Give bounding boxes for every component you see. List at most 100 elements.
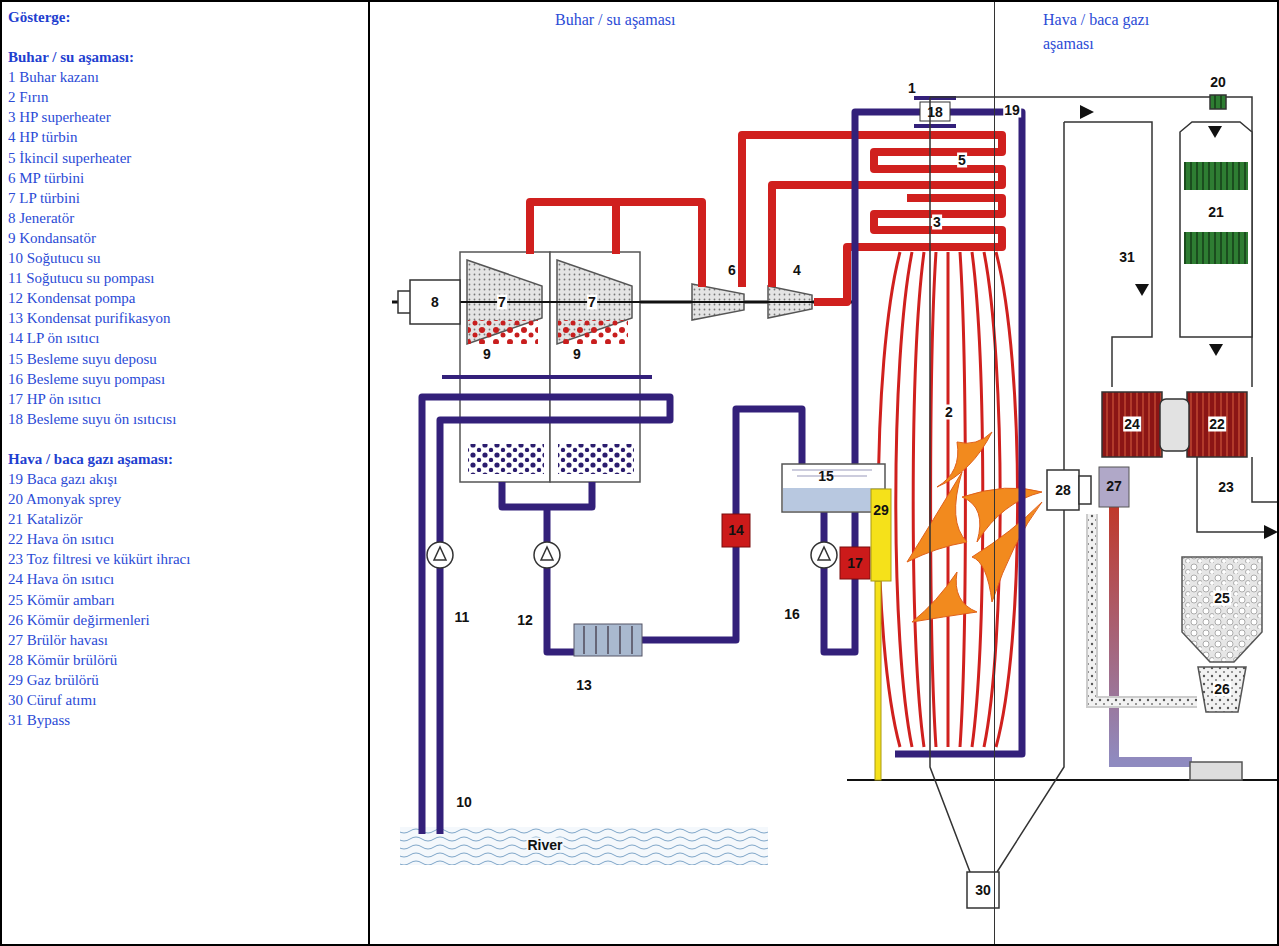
flow-arrow — [1080, 105, 1278, 539]
legend-item: 23 Toz filtresi ve kükürt ihracı — [8, 549, 368, 569]
catalyst — [1180, 95, 1252, 337]
gas-burner-part — [875, 581, 881, 780]
boiler-wall — [930, 97, 1252, 908]
stage-heading: Buhar / su aşaması — [555, 8, 815, 32]
legend-item: 21 Katalizör — [8, 509, 368, 529]
callout-number: 9 — [572, 347, 582, 362]
steam-pipe — [530, 135, 1002, 302]
catalyst-part — [1210, 95, 1226, 109]
callout-number: 29 — [872, 503, 890, 518]
callout-number: 28 — [1054, 483, 1072, 498]
pump-symbol-part — [434, 547, 446, 560]
pump-symbol-part — [811, 542, 837, 568]
water-pipe-part — [442, 375, 652, 379]
air-preheater-part — [1197, 457, 1279, 532]
legend-item: 18 Besleme suyu ön ısıtıcısı — [8, 409, 368, 429]
water-pipe-part — [422, 397, 670, 834]
callout-number: 8 — [430, 295, 440, 310]
callout-number: 31 — [1118, 250, 1136, 265]
callout-number: 15 — [817, 469, 835, 484]
callout-number: 2 — [944, 405, 954, 420]
feedwater-tank-part — [783, 488, 884, 511]
callout-number: 30 — [974, 883, 992, 898]
callout-number: 4 — [792, 263, 802, 278]
legend-item: 24 Hava ön ısıtıcı — [8, 569, 368, 589]
river-part — [400, 827, 768, 865]
coal-bunker-part — [1190, 762, 1242, 780]
legend-item: 2 Fırın — [8, 87, 368, 107]
flame-part — [937, 432, 992, 487]
turbine-casing-part — [558, 444, 634, 474]
callout-number: 3 — [932, 215, 942, 230]
callout-number: 24 — [1123, 417, 1141, 432]
legend-item: 10 Soğutucu su — [8, 248, 368, 268]
legend-item: 29 Gaz brülörü — [8, 670, 368, 690]
legend-item: 14 LP ön ısıtıcı — [8, 328, 368, 348]
legend-item: 17 HP ön ısıtıcı — [8, 389, 368, 409]
callout-number: 17 — [846, 556, 864, 571]
heater-box — [574, 102, 950, 656]
turbine-casing-part — [550, 252, 640, 482]
callout-number: 20 — [1209, 75, 1227, 90]
furnace-tubes-part — [931, 252, 936, 747]
pump-symbol — [427, 542, 837, 568]
stage-heading: Hava / baca gazı aşaması — [1043, 8, 1193, 56]
heater-box-part — [840, 547, 870, 579]
turbine-casing-part — [460, 252, 550, 482]
legend-item: 16 Besleme suyu pompası — [8, 369, 368, 389]
gas-burner — [871, 489, 891, 780]
callout-number: 21 — [1207, 205, 1225, 220]
callout-number: 6 — [727, 263, 737, 278]
flow-arrow-part — [1209, 344, 1223, 356]
callout-number: 9 — [482, 347, 492, 362]
heater-box-part — [584, 626, 632, 654]
legend-item: 5 İkincil superheater — [8, 148, 368, 168]
water-pipe-part — [642, 547, 736, 640]
legend-item: 6 MP türbini — [8, 168, 368, 188]
legend-item: 1 Buhar kazanı — [8, 67, 368, 87]
turbine-casing-part — [392, 301, 852, 303]
legend-item: 7 LP türbini — [8, 188, 368, 208]
boiler-wall-part — [930, 97, 1064, 872]
callout-number: 7 — [587, 295, 597, 310]
coal-burner — [1047, 470, 1091, 510]
callout-number: 22 — [1208, 417, 1226, 432]
steam-pipe-part — [530, 202, 702, 287]
legend-heading: Hava / baca gazı aşaması: — [8, 449, 368, 469]
generator — [398, 280, 460, 324]
pump-symbol-part — [427, 542, 453, 568]
legend-item: 8 Jeneratör — [8, 208, 368, 228]
legend-panel: Gösterge:Buhar / su aşaması:1 Buhar kaza… — [2, 2, 370, 944]
callout-number: 14 — [727, 523, 745, 538]
pump-symbol-part — [541, 547, 553, 560]
coal-bunker-part — [1182, 557, 1262, 662]
furnace-tubes-part — [896, 252, 912, 747]
callout-number: 12 — [516, 613, 534, 628]
callout-number: 18 — [926, 105, 944, 120]
callout-number: 25 — [1213, 591, 1231, 606]
feedwater-tank — [782, 464, 885, 512]
legend-item: 30 Cüruf atımı — [8, 690, 368, 710]
heater-box-part — [722, 514, 750, 547]
legend-item: 27 Brülör havası — [8, 630, 368, 650]
water-pipe-part — [895, 112, 1022, 754]
callout-number: 27 — [1105, 479, 1123, 494]
flame-part — [907, 472, 967, 562]
air-preheater-part — [1187, 392, 1247, 457]
gas-burner-part — [871, 489, 891, 581]
boiler-wall-part — [1064, 122, 1152, 387]
coal-burner-part — [1047, 470, 1079, 510]
callout-number: 16 — [783, 607, 801, 622]
callout-number: 13 — [575, 678, 593, 693]
air-preheater-part — [1102, 392, 1162, 457]
burner-air-duct-part — [1114, 507, 1192, 762]
flow-arrow-part — [1208, 126, 1222, 138]
legend-heading: Gösterge: — [8, 7, 368, 27]
water-pipe — [422, 98, 1022, 834]
turbine-casing-part — [468, 320, 538, 344]
coal-bunker — [1182, 557, 1262, 780]
legend-item: 31 Bypass — [8, 710, 368, 730]
catalyst-part — [1184, 162, 1248, 190]
